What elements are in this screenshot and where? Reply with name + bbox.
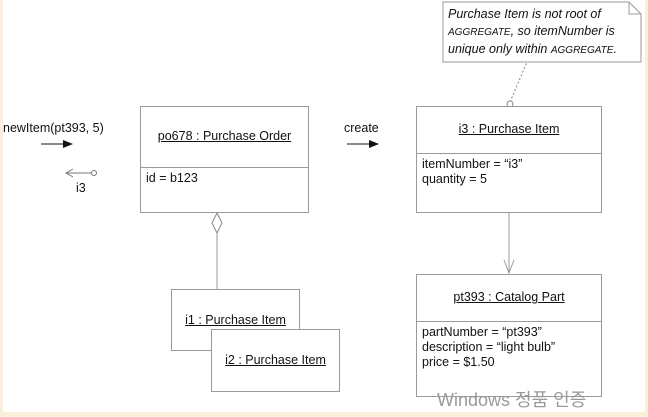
return-value-label: i3 xyxy=(76,181,86,195)
attribute: price = $1.50 xyxy=(422,355,495,369)
small-caps-term: AGGREGATE xyxy=(550,45,614,56)
incoming-message-label: newItem(pt393, 5) xyxy=(3,121,104,135)
create-arrow xyxy=(347,140,379,148)
create-message-label: create xyxy=(344,121,379,135)
object-title: i2 : Purchase Item xyxy=(225,353,326,367)
object-attributes: id = b123 xyxy=(141,167,308,212)
attribute: description = “light bulb” xyxy=(422,340,556,354)
message-arrow xyxy=(41,140,73,148)
uml-object-diagram: newItem(pt393, 5) i3 create po678 : Purc… xyxy=(3,0,645,412)
purchase-item-i2-object: i2 : Purchase Item xyxy=(211,329,340,392)
association-arrow xyxy=(503,212,515,275)
catalog-part-object: pt393 : Catalog Part partNumber = “pt393… xyxy=(416,274,602,397)
attribute: id = b123 xyxy=(146,171,198,185)
purchase-order-object: po678 : Purchase Order id = b123 xyxy=(140,106,309,213)
object-title: pt393 : Catalog Part xyxy=(453,290,565,304)
object-attributes: itemNumber = “i3” quantity = 5 xyxy=(417,153,601,212)
note-fragment: , so itemNumber is xyxy=(510,24,615,38)
aggregation-link xyxy=(211,211,223,289)
note-line: AGGREGATE, so itemNumber is xyxy=(448,23,617,41)
note-line: unique only within AGGREGATE. xyxy=(448,41,617,59)
note-anchor xyxy=(506,61,528,108)
note-line: Purchase Item is not root of xyxy=(448,7,601,21)
object-title: po678 : Purchase Order xyxy=(157,129,292,143)
note-text: Purchase Item is not root of AGGREGATE, … xyxy=(448,6,617,59)
note-fragment: unique only within xyxy=(448,42,551,56)
object-title: i1 : Purchase Item xyxy=(185,313,286,327)
windows-activation-watermark: Windows 정품 인증 xyxy=(437,390,587,410)
note-fragment: . xyxy=(613,42,617,56)
note-shape xyxy=(442,1,642,63)
attribute: quantity = 5 xyxy=(422,172,487,186)
purchase-item-i3-object: i3 : Purchase Item itemNumber = “i3” qua… xyxy=(416,106,602,213)
small-caps-term: AGGREGATE xyxy=(448,27,511,38)
connectors xyxy=(41,1,642,289)
object-attributes: partNumber = “pt393” description = “ligh… xyxy=(417,321,601,396)
attribute: partNumber = “pt393” xyxy=(422,325,542,339)
object-title: i3 : Purchase Item xyxy=(458,122,560,136)
return-arrow xyxy=(64,168,97,178)
attribute: itemNumber = “i3” xyxy=(422,157,523,171)
